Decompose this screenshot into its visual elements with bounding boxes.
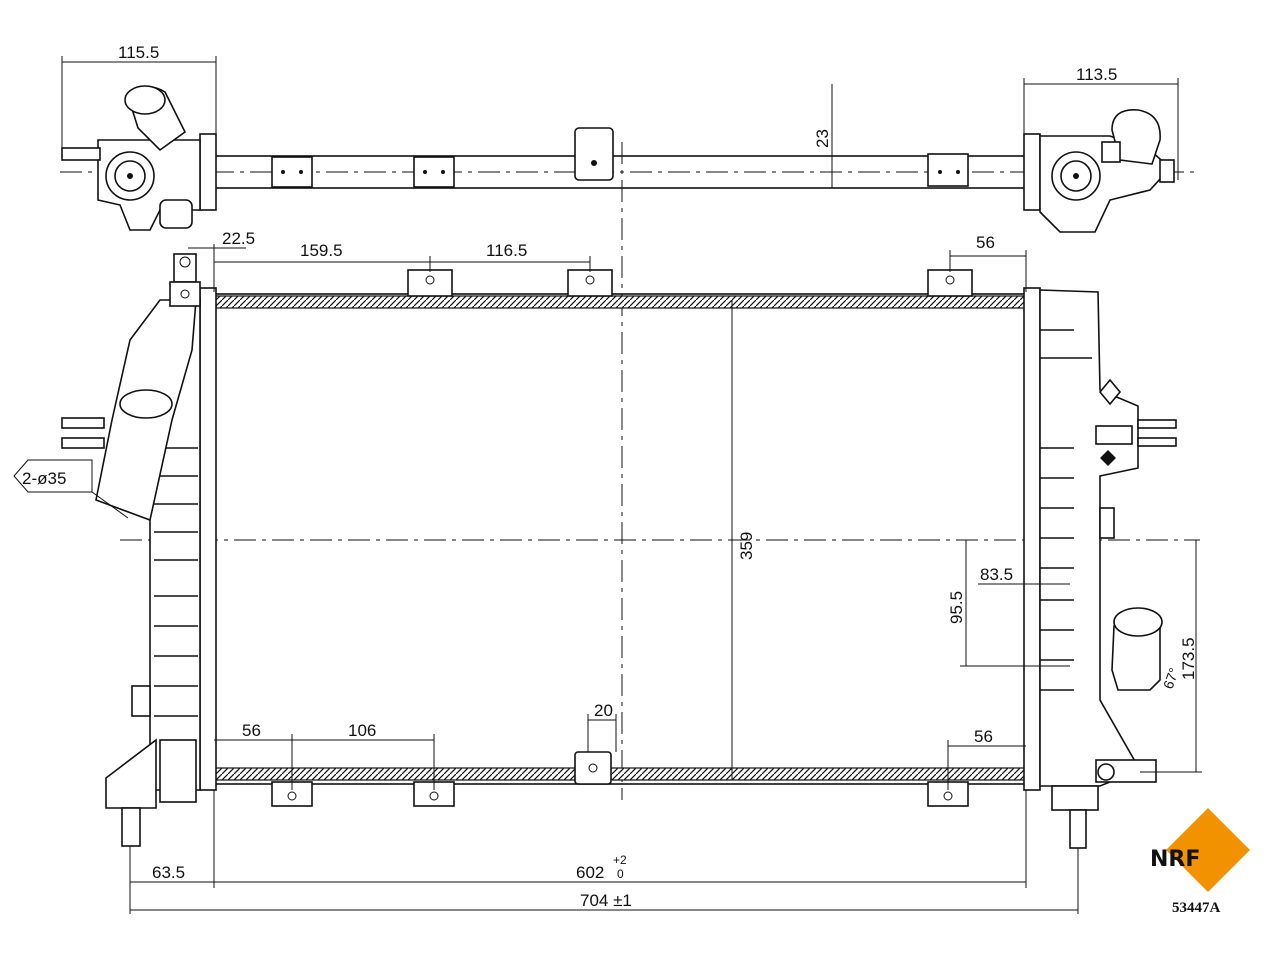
dim-bracket-right-top: 56: [976, 233, 995, 252]
dim-core-width-tol-lower: 0: [617, 867, 624, 881]
front-view: 22.5 159.5 116.5 56 359 2-ø35 83.5 95.5 …: [13, 142, 1202, 914]
dim-top-height: 23: [813, 129, 832, 148]
left-tank-fins: [154, 447, 198, 717]
dim-right-outlet-a: 83.5: [980, 565, 1013, 584]
dim-core-width-tol-upper: +2: [613, 853, 627, 867]
top-view: 115.5 113.5 23: [60, 43, 1195, 233]
part-number: 53447A: [1172, 900, 1221, 916]
dim-bracket-right-bottom: 56: [974, 727, 993, 746]
dim-right-outlet-c: 173.5: [1179, 637, 1198, 680]
dim-bracket-2: 116.5: [486, 241, 527, 260]
right-tank-fins: [1040, 329, 1092, 691]
dim-angle: 67°: [1160, 666, 1182, 691]
dim-core-height: 359: [737, 532, 756, 560]
dim-offset-left: 22.5: [222, 229, 255, 248]
dim-bottom-bracket-1: 56: [242, 721, 261, 740]
dim-bracket-1: 159.5: [300, 241, 343, 260]
brand-block: NRF 53447A: [1150, 808, 1250, 916]
dim-right-outlet-b: 95.5: [947, 591, 966, 624]
dim-overall-width: 704 ±1: [580, 891, 632, 910]
dim-bottom-center: 20: [594, 701, 613, 720]
nrf-logo-diamond: [1166, 808, 1250, 892]
dim-hole-spec: 2-ø35: [22, 469, 66, 488]
dim-top-left-width: 115.5: [118, 43, 159, 62]
nrf-logo: NRF: [1150, 847, 1200, 872]
dim-core-width: 602: [576, 863, 604, 882]
core-top-strip: [213, 295, 1027, 309]
dim-bottom-bracket-2: 106: [348, 721, 376, 740]
dim-left-pin: 63.5: [152, 863, 185, 882]
core-bottom-strip: [213, 767, 1027, 781]
dim-top-right-width: 113.5: [1076, 65, 1117, 84]
